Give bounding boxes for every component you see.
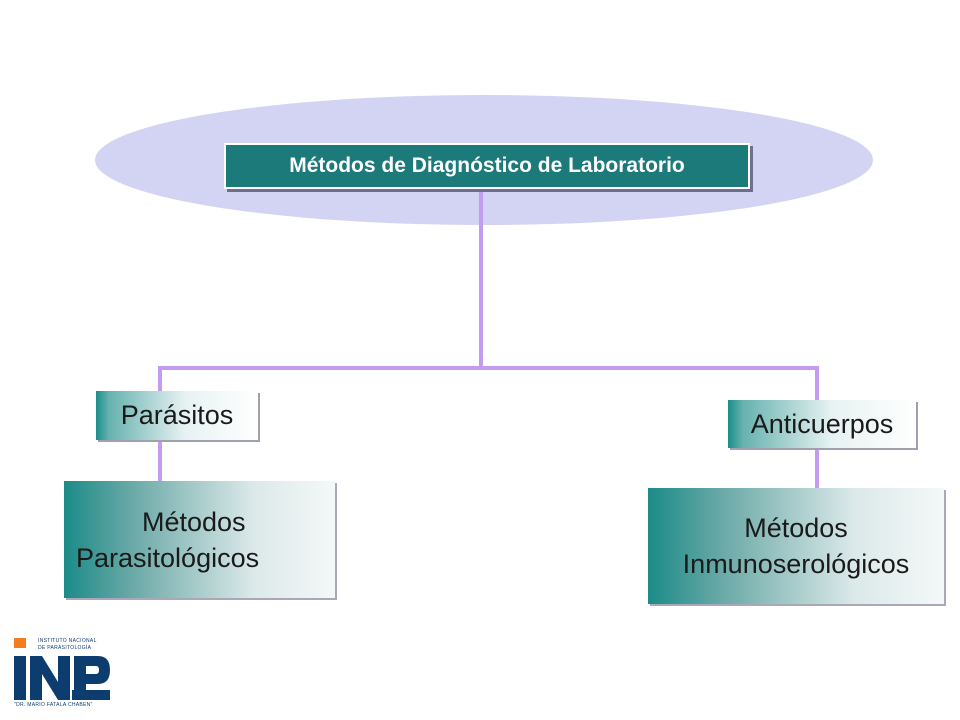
connector-left-down	[158, 366, 162, 392]
branch-label-box-anticuerpos: Anticuerpos	[728, 400, 916, 448]
logo-text-line1: INSTITUTO NACIONAL	[38, 638, 97, 644]
diagram-title-box: Métodos de Diagnóstico de Laboratorio	[224, 143, 750, 189]
method-box-inmunoserologicos: Métodos Inmunoserológicos	[648, 488, 944, 604]
connector-horizontal	[158, 366, 819, 370]
inp-logo-mark	[14, 638, 110, 700]
method-box-parasitologicos: Métodos Parasitológicos	[64, 481, 335, 598]
connector-right-down	[815, 366, 819, 400]
diagram-title: Métodos de Diagnóstico de Laboratorio	[289, 154, 685, 177]
connector-left-to-method	[158, 440, 162, 482]
logo-text-line3: "DR. MARIO FATALA CHABEN"	[14, 702, 93, 708]
method-line1-parasitologicos: Métodos	[142, 506, 246, 537]
method-line2-parasitologicos: Parasitológicos	[76, 542, 260, 573]
logo-text-line2: DE PARASITOLOGÍA	[38, 645, 92, 651]
connector-trunk	[479, 186, 483, 368]
method-line1-inmunoserologicos: Métodos	[744, 513, 848, 543]
connector-right-to-method	[815, 448, 819, 488]
inp-logo: INSTITUTO NACIONAL DE PARASITOLOGÍA "DR.…	[14, 636, 114, 708]
branch-label-box-parasitos: Parásitos	[96, 391, 258, 440]
branch-label-anticuerpos: Anticuerpos	[750, 408, 894, 439]
branch-label-parasitos: Parásitos	[120, 400, 234, 430]
method-line2-inmunoserologicos: Inmunoserológicos	[682, 549, 910, 579]
